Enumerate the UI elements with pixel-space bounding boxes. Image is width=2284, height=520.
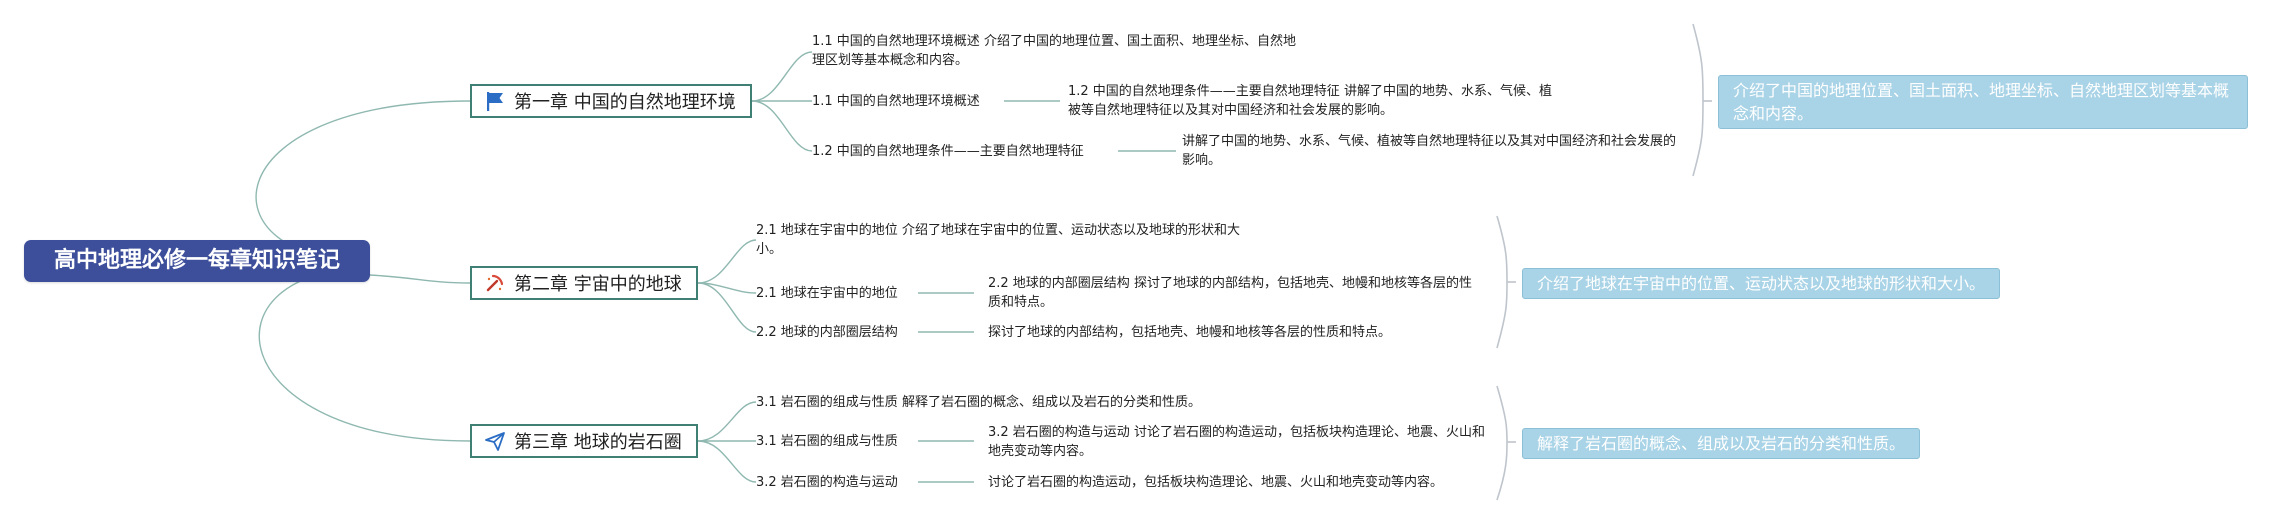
topic-3-3[interactable]: 3.2 岩石圈的构造与运动 (756, 475, 898, 490)
summary-bracket-ch3 (1496, 385, 1508, 501)
topic-1-1[interactable]: 1.1 中国的自然地理环境概述 介绍了中国的地理位置、国土面积、地理坐标、自然地… (812, 34, 1296, 68)
summary-ch1[interactable]: 介绍了中国的地理位置、国土面积、地理坐标、自然地理区划等基本概念和内容。 (1718, 75, 2248, 129)
summary-ch3[interactable]: 解释了岩石圈的概念、组成以及岩石的分类和性质。 (1522, 428, 1921, 459)
topic-1-2[interactable]: 1.1 中国的自然地理环境概述 (812, 94, 980, 109)
link-root-ch3 (258, 267, 471, 442)
link-ch2-c (697, 282, 757, 333)
link-ch1-c (751, 100, 813, 152)
topic-3-1[interactable]: 3.1 岩石圈的组成与性质 解释了岩石圈的概念、组成以及岩石的分类和性质。 (756, 395, 1201, 410)
paper-plane-icon (484, 430, 506, 452)
summary-bracket-ch1 (1692, 23, 1704, 177)
topic-2-2[interactable]: 2.1 地球在宇宙中的地位 (756, 286, 898, 301)
link-ch1-a (751, 51, 813, 102)
link-root-ch1 (255, 100, 471, 263)
link-ch2-a (697, 239, 757, 284)
topic-3-2[interactable]: 3.1 岩石圈的组成与性质 (756, 434, 898, 449)
summary-ch2[interactable]: 介绍了地球在宇宙中的位置、运动状态以及地球的形状和大小。 (1522, 268, 2001, 299)
chapter-node-3[interactable]: 第三章 地球的岩石圈 (470, 424, 698, 458)
chapter-title: 第三章 地球的岩石圈 (514, 432, 682, 453)
summary-bracket-ch2 (1496, 215, 1508, 349)
chapter-node-2[interactable]: 第二章 宇宙中的地球 (470, 266, 698, 300)
topic-2-3[interactable]: 2.2 地球的内部圈层结构 (756, 325, 898, 340)
topic-2-3-child[interactable]: 探讨了地球的内部结构，包括地壳、地幔和地核等各层的性质和特点。 (988, 325, 1392, 340)
chapter-title: 第二章 宇宙中的地球 (514, 274, 682, 295)
topic-1-3[interactable]: 1.2 中国的自然地理条件——主要自然地理特征 (812, 144, 1084, 159)
link-root-ch2 (369, 274, 471, 284)
topic-3-3-child[interactable]: 讨论了岩石圈的构造运动，包括板块构造理论、地震、火山和地壳变动等内容。 (988, 475, 1444, 490)
topic-1-2-child[interactable]: 1.2 中国的自然地理条件——主要自然地理特征 讲解了中国的地势、水系、气候、植… (1068, 84, 1552, 118)
chapter-title: 第一章 中国的自然地理环境 (514, 92, 736, 113)
topic-2-1[interactable]: 2.1 地球在宇宙中的地位 介绍了地球在宇宙中的位置、运动状态以及地球的形状和大… (756, 223, 1240, 257)
pick-icon (484, 272, 506, 294)
topic-1-3-child[interactable]: 讲解了中国的地势、水系、气候、植被等自然地理特征以及其对中国经济和社会发展的影响… (1182, 134, 1677, 168)
chapter-node-1[interactable]: 第一章 中国的自然地理环境 (470, 84, 752, 118)
flag-icon (484, 90, 506, 112)
root-node[interactable]: 高中地理必修一每章知识笔记 (24, 240, 370, 282)
topic-3-2-child[interactable]: 3.2 岩石圈的构造与运动 讨论了岩石圈的构造运动，包括板块构造理论、地震、火山… (988, 425, 1485, 459)
topic-2-2-child[interactable]: 2.2 地球的内部圈层结构 探讨了地球的内部结构，包括地壳、地幔和地核等各层的性… (988, 276, 1472, 310)
link-ch3-a (697, 401, 757, 442)
link-ch3-c (697, 440, 757, 483)
